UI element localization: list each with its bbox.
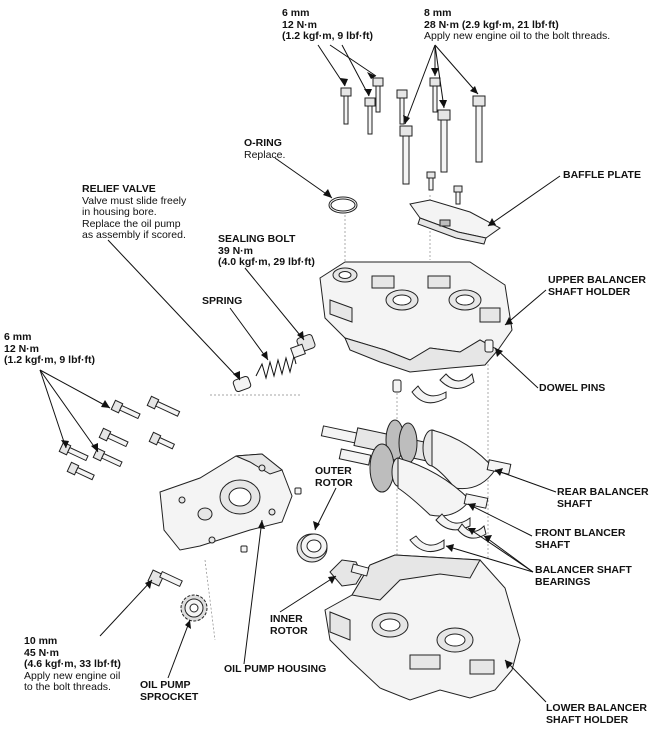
label-upper-balancer-shaft-holder: UPPER BALANCER SHAFT HOLDER	[548, 274, 647, 298]
bolt-6mm-b	[372, 77, 384, 113]
part-name-text: SHAFT	[535, 538, 570, 551]
part-name-text: DOWEL PINS	[539, 382, 606, 394]
baffle-plate	[409, 199, 501, 245]
note-text: in housing bore.	[82, 206, 157, 218]
top-bolts-8mm	[396, 77, 486, 205]
torque-alt-text: (1.2 kgf·m, 9 lbf·ft)	[4, 354, 95, 366]
part-name-text: LOWER BALANCER	[546, 702, 647, 714]
label-lower-balancer-shaft-holder: LOWER BALANCER SHAFT HOLDER	[546, 702, 647, 726]
part-name-text: ROTOR	[315, 476, 353, 489]
part-name-text: ROTOR	[270, 624, 308, 637]
torque-text: 12 N·m	[4, 342, 40, 355]
label-sprocket-bolt-10mm: 10 mm 45 N·m (4.6 kgf·m, 33 lbf·ft) Appl…	[24, 635, 121, 694]
part-name-text: OIL PUMP HOUSING	[224, 663, 327, 675]
o-ring	[328, 196, 358, 214]
torque-text: 39 N·m	[218, 244, 254, 257]
note-text: Replace.	[244, 148, 286, 161]
relief-valve	[232, 375, 252, 393]
part-name-text: BEARINGS	[535, 575, 591, 588]
label-left-bolts-6mm: 6 mm 12 N·m (1.2 kgf·m, 9 lbf·ft)	[4, 331, 95, 367]
rear-balancer-shaft	[320, 419, 512, 490]
top-bolts-6mm	[340, 77, 384, 135]
label-sealing-bolt: SEALING BOLT 39 N·m (4.0 kgf·m, 29 lbf·f…	[218, 233, 315, 269]
label-spring: SPRING	[202, 295, 243, 308]
label-outer-rotor: OUTER ROTOR	[315, 465, 353, 489]
torque-text: 12 N·m	[282, 18, 318, 31]
torque-alt-text: (4.0 kgf·m, 29 lbf·ft)	[218, 256, 315, 268]
note-text: as assembly if scored.	[82, 229, 186, 241]
sealing-bolt	[290, 334, 316, 359]
upper-bearing-shells	[411, 373, 475, 404]
label-top-bolts-8mm: 8 mm 28 N·m (2.9 kgf·m, 21 lbf·ft) Apply…	[424, 7, 611, 43]
label-top-bolts-6mm: 6 mm 12 N·m (1.2 kgf·m, 9 lbf·ft)	[282, 7, 373, 43]
part-name-text: UPPER BALANCER	[548, 274, 647, 286]
label-baffle-plate: BAFFLE PLATE	[563, 169, 641, 182]
oil-pump-sprocket	[180, 594, 208, 622]
note-text: Replace the oil pump	[82, 217, 181, 230]
arrowheads	[61, 68, 513, 669]
torque-text: 45 N·m	[24, 646, 60, 659]
leader-lines	[39, 44, 561, 703]
left-bolts-6mm	[58, 395, 181, 481]
inner-rotor	[329, 559, 370, 587]
bolt-size-text: 8 mm	[424, 7, 452, 19]
part-name-text: FRONT BLANCER	[535, 527, 626, 539]
lower-bearing-shells	[409, 513, 487, 553]
oil-pump-housing	[159, 453, 302, 553]
relief-spring	[255, 355, 297, 380]
bolt-size-text: 6 mm	[282, 7, 310, 19]
upper-balancer-shaft-holder	[319, 261, 513, 373]
torque-alt-text: (1.2 kgf·m, 9 lbf·ft)	[282, 30, 373, 42]
part-name-text: INNER	[270, 613, 303, 625]
label-inner-rotor: INNER ROTOR	[270, 613, 308, 637]
label-o-ring: O-RING Replace.	[244, 137, 286, 161]
torque-text: 28 N·m (2.9 kgf·m, 21 lbf·ft)	[424, 18, 559, 31]
part-name-text: SEALING BOLT	[218, 233, 296, 245]
bolt-6mm-c	[364, 97, 376, 135]
part-name-text: SPROCKET	[140, 690, 199, 703]
label-rear-balancer-shaft: REAR BALANCER SHAFT	[557, 486, 649, 510]
note-text: to the bolt threads.	[24, 681, 111, 693]
part-name-text: SPRING	[202, 295, 243, 307]
label-front-balancer-shaft: FRONT BLANCER SHAFT	[535, 527, 626, 551]
bolt-size-text: 10 mm	[24, 635, 58, 647]
label-dowel-pins: DOWEL PINS	[539, 382, 606, 395]
dowel-pins	[392, 339, 494, 393]
part-name-text: RELIEF VALVE	[82, 183, 156, 195]
label-oil-pump-sprocket: OIL PUMP SPROCKET	[140, 679, 199, 703]
outer-rotor	[296, 533, 328, 563]
note-text: Apply new engine oil to the bolt threads…	[424, 30, 611, 42]
part-name-text: REAR BALANCER	[557, 486, 649, 498]
part-name-text: SHAFT HOLDER	[548, 285, 631, 298]
bolt-6mm-a	[340, 87, 352, 125]
note-text: Valve must slide freely	[82, 194, 187, 207]
label-oil-pump-housing: OIL PUMP HOUSING	[224, 663, 327, 676]
torque-alt-text: (4.6 kgf·m, 33 lbf·ft)	[24, 658, 121, 670]
label-relief-valve: RELIEF VALVE Valve must slide freely in …	[82, 183, 187, 242]
lower-balancer-shaft-holder	[324, 554, 521, 701]
part-name-text: OIL PUMP	[140, 679, 191, 691]
sprocket-bolt	[147, 569, 183, 588]
part-name-text: OUTER	[315, 465, 352, 477]
bolt-size-text: 6 mm	[4, 331, 32, 343]
note-text: Apply new engine oil	[24, 669, 121, 682]
part-name-text: BAFFLE PLATE	[563, 169, 641, 181]
part-name-text: O-RING	[244, 137, 282, 149]
part-name-text: SHAFT	[557, 497, 592, 510]
label-balancer-shaft-bearings: BALANCER SHAFT BEARINGS	[535, 564, 632, 588]
part-name-text: BALANCER SHAFT	[535, 564, 632, 576]
part-name-text: SHAFT HOLDER	[546, 713, 629, 726]
